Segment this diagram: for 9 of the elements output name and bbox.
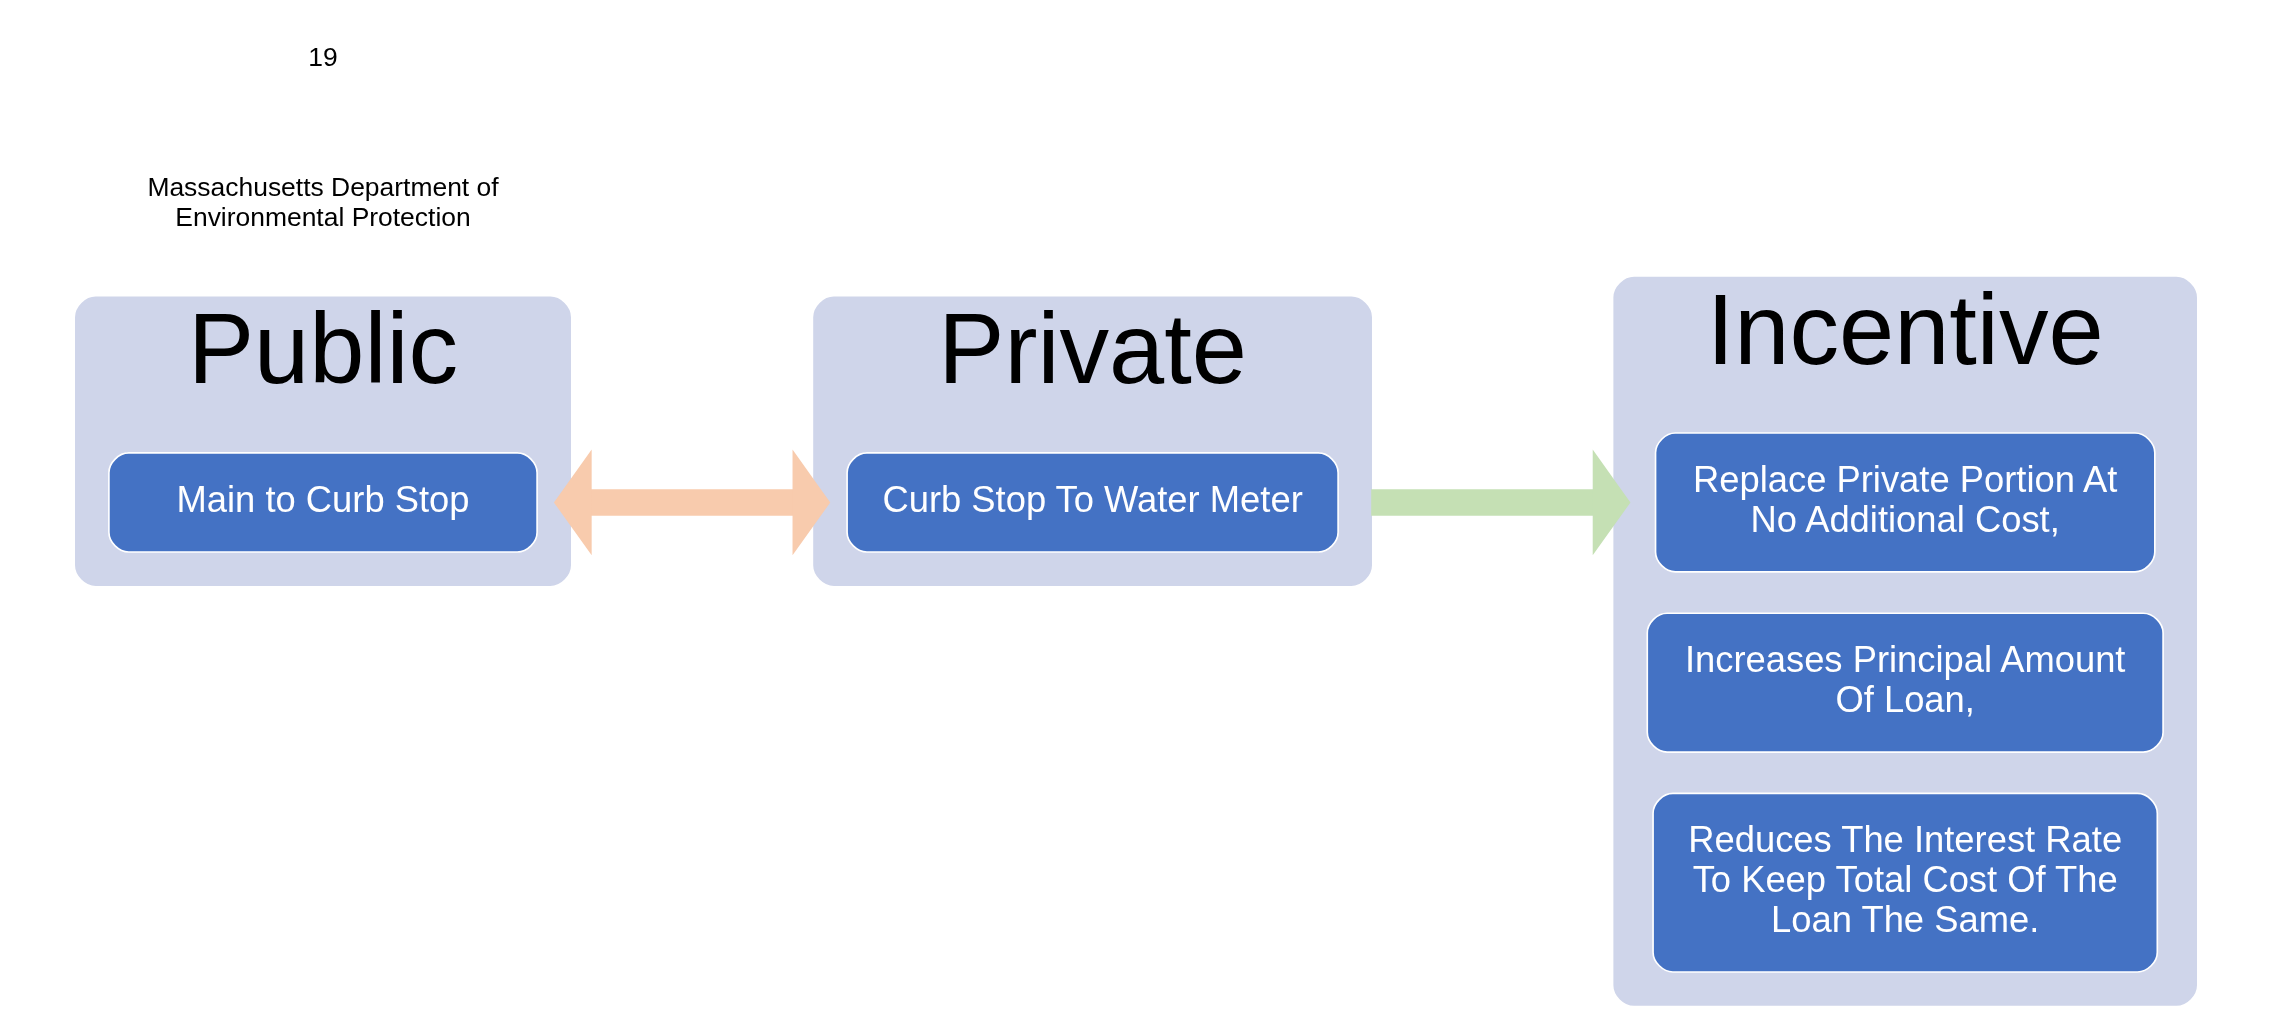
node-box: Replace Private Portion At No Additional Cost, bbox=[1654, 432, 2156, 573]
node-box: Curb Stop To Water Meter bbox=[846, 452, 1339, 553]
label: Massachusetts Department of Environmental Protection bbox=[147, 172, 499, 233]
node-box: Increases Principal Amount Of Loan, bbox=[1646, 612, 2164, 753]
arrow bbox=[553, 449, 831, 556]
arrow bbox=[1371, 449, 1631, 556]
node-box: Reduces The Interest Rate To Keep Total Cost Of The Loan The Same. bbox=[1652, 792, 2159, 973]
node-box: Main to Curb Stop bbox=[108, 452, 538, 553]
label: 19 bbox=[308, 41, 338, 72]
